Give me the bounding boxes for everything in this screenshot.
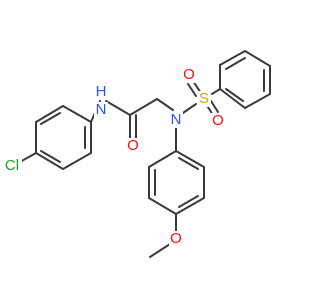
molecule-diagram: H N O N S O O Cl O (2, 50, 271, 258)
bond-o-ch3 (149, 243, 171, 258)
bond-ring-b-inner-3 (225, 88, 244, 102)
bond-s-o1-a (187, 83, 197, 97)
atom-labels: H N O N S O O Cl O (2, 66, 225, 247)
bond-ring-c-4 (148, 197, 177, 215)
bond-ring-b-6 (219, 88, 246, 109)
sulfonyl-oxygen-top-label: O (183, 66, 195, 83)
bond-s-o2-b (210, 100, 219, 113)
bond-ring-a-inner-2 (40, 150, 61, 163)
bond-ring-c-1 (175, 150, 205, 168)
methoxy-oxygen-label: O (170, 230, 182, 247)
bond-ring-a-1 (62, 105, 92, 123)
bond-ring-c-3 (175, 197, 205, 215)
sulfur-label: S (199, 90, 209, 107)
sulfonamide-nitrogen-label: N (171, 111, 182, 128)
amide-nitrogen-label: N (96, 101, 107, 118)
bond-ring-b-3 (244, 50, 271, 67)
bond-s-phenyl (211, 88, 221, 95)
bond-nh-c (105, 100, 131, 116)
bond-ring-a-6 (35, 105, 64, 123)
chlorine-label: Cl (5, 157, 19, 174)
bond-ring-b-inner-1 (225, 57, 246, 70)
bond-ring-a-3 (62, 152, 92, 170)
bond-c-ch2 (129, 98, 158, 116)
bond-ring-b-5 (244, 93, 271, 109)
sulfonyl-oxygen-bottom-label: O (212, 112, 224, 129)
bond-ring-c-inner-1 (178, 157, 199, 170)
carbonyl-oxygen-label: O (127, 137, 139, 154)
bond-ring-c-6 (148, 150, 177, 168)
bonds (17, 50, 271, 258)
bond-ring-b-2 (219, 50, 246, 66)
bond-ring-a-inner-3 (40, 112, 61, 125)
bond-ch2-n (156, 98, 174, 111)
bond-ring-a-4 (35, 152, 64, 170)
amide-hydrogen-label: H (96, 83, 107, 100)
bond-ring-c-inner-2 (178, 195, 199, 208)
